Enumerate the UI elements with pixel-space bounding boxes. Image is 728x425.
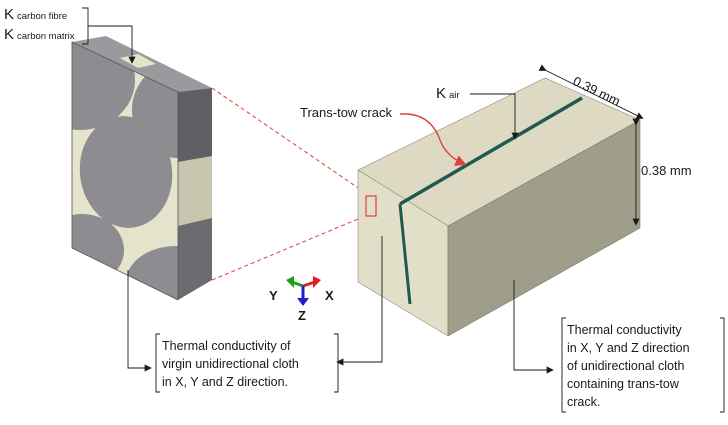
svg-text:K: K: [4, 26, 14, 43]
svg-text:in X, Y and Z direction.: in X, Y and Z direction.: [162, 375, 288, 389]
svg-text:Thermal conductivity: Thermal conductivity: [567, 323, 682, 337]
axis-z-label: Z: [298, 308, 306, 323]
k-air-leader: [470, 93, 519, 140]
axes-triad: Y X Z: [269, 276, 334, 323]
dim-width-line: [538, 64, 644, 119]
left-note: Thermal conductivity of virgin unidirect…: [162, 339, 299, 389]
fibre-bottom-left: [72, 214, 124, 286]
svg-text:crack.: crack.: [567, 395, 600, 409]
crack-label: Trans-tow crack: [300, 105, 392, 120]
right-note-bracket-l: [561, 317, 566, 413]
right-note-bracket-r: [720, 317, 725, 413]
left-note-leader: [127, 270, 152, 372]
k-matrix-label: K carbon matrix: [4, 26, 75, 43]
zoom-region-marker: [365, 195, 377, 217]
k-air-label: K air: [436, 85, 460, 102]
svg-text:K: K: [436, 85, 446, 102]
svg-text:K: K: [4, 6, 14, 23]
dim-height-label: 0.38 mm: [641, 163, 692, 178]
svg-text:air: air: [449, 90, 460, 101]
right-note-leader: [513, 280, 554, 374]
trans-tow-crack-front: [398, 203, 412, 305]
left-note-to-block: [338, 236, 383, 363]
left-note-bracket-r: [334, 333, 339, 393]
svg-text:carbon matrix: carbon matrix: [17, 31, 75, 42]
svg-text:in X, Y and Z direction: in X, Y and Z direction: [567, 341, 690, 355]
svg-text:virgin unidirectional cloth: virgin unidirectional cloth: [162, 357, 299, 371]
k-fibre-label: K carbon fibre: [4, 6, 67, 23]
left-note-bracket-l: [155, 333, 160, 393]
right-note: Thermal conductivity in X, Y and Z direc…: [567, 323, 690, 409]
block-side-face: [447, 119, 641, 337]
svg-text:Thermal conductivity of: Thermal conductivity of: [162, 339, 291, 353]
fibre-center: [79, 116, 173, 228]
svg-text:containing trans-tow: containing trans-tow: [567, 377, 680, 391]
fibre-bottom-right: [126, 246, 178, 300]
cracked-block: [357, 77, 641, 337]
unit-cell-left: [71, 36, 212, 301]
axis-y-label: Y: [269, 288, 278, 303]
svg-text:of unidirectional cloth: of unidirectional cloth: [567, 359, 684, 373]
axis-x-label: X: [325, 288, 334, 303]
zoom-line-bottom: [211, 213, 371, 281]
crack-arrow: [399, 113, 467, 166]
svg-text:carbon fibre: carbon fibre: [17, 11, 67, 22]
zoom-line-top: [211, 87, 371, 197]
